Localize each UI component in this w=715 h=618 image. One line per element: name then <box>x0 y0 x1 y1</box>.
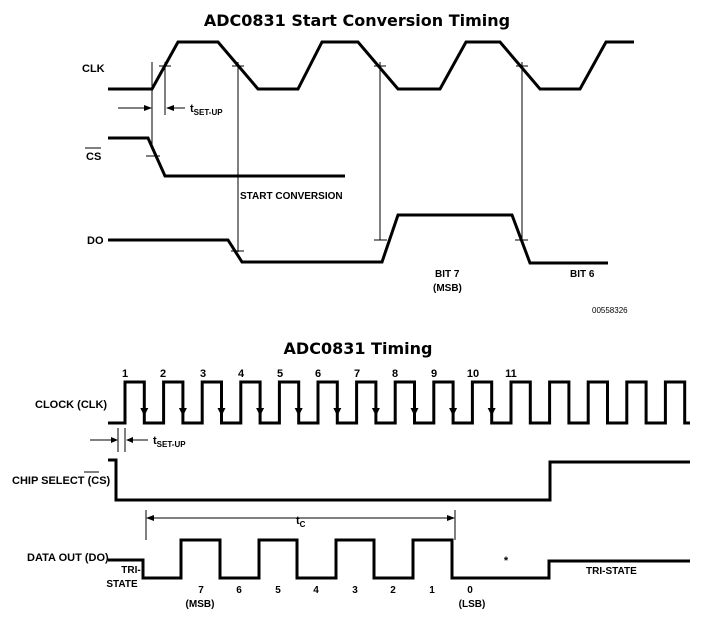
edge-ticks-1 <box>146 65 528 252</box>
falling-edge-arrowhead-4 <box>256 408 265 416</box>
cs-waveform-1 <box>108 136 345 178</box>
figure-code: 00558326 <box>592 306 628 315</box>
bit7-label: BIT 7 <box>435 269 460 280</box>
diagram1-title: ADC0831 Start Conversion Timing <box>204 11 510 30</box>
svg-text:4: 4 <box>313 585 319 596</box>
svg-text:4: 4 <box>238 368 245 380</box>
start-conversion-label: START CONVERSION <box>240 191 343 202</box>
svg-text:3: 3 <box>352 585 358 596</box>
svg-text:5: 5 <box>277 368 283 380</box>
svg-text:11: 11 <box>505 368 517 380</box>
diagram2-title: ADC0831 Timing <box>284 339 433 358</box>
falling-edge-arrowhead-6 <box>333 408 342 416</box>
cs-label: CS <box>86 151 101 163</box>
svg-text:2: 2 <box>160 368 166 380</box>
svg-text:7: 7 <box>354 368 360 380</box>
svg-text:6: 6 <box>315 368 321 380</box>
chip-select-label: CHIP SELECT (CS) <box>12 475 111 487</box>
tc-label: tC <box>296 515 306 529</box>
tsetup-label-1: tSET-UP <box>190 103 223 117</box>
tsetup-label-2: tSET-UP <box>153 435 186 449</box>
clk-label: CLK <box>82 63 105 75</box>
do-label: DO <box>87 235 104 247</box>
data-out-waveform-2 <box>108 538 690 580</box>
svg-text:7: 7 <box>198 585 204 596</box>
tri-state-right-label: TRI-STATE <box>586 566 637 577</box>
svg-text:0: 0 <box>467 585 473 596</box>
falling-edge-arrowhead-2 <box>178 408 187 416</box>
asterisk-note: * <box>504 555 509 567</box>
svg-text:1: 1 <box>429 585 435 596</box>
clock-waveform-2 <box>108 380 690 425</box>
falling-edge-arrowhead-7 <box>371 408 380 416</box>
clock-wave-path <box>108 380 690 425</box>
svg-text:6: 6 <box>236 585 242 596</box>
svg-text:9: 9 <box>431 368 437 380</box>
falling-edge-arrowhead-9 <box>449 408 458 416</box>
falling-edge-arrowhead-5 <box>294 408 303 416</box>
data-out-label: DATA OUT (DO) <box>27 552 109 564</box>
chip-select-waveform-2 <box>108 458 690 502</box>
svg-text:2: 2 <box>390 585 396 596</box>
do-waveform-1 <box>108 213 608 265</box>
tri-state-label-2: STATE <box>106 579 138 590</box>
clock-numbers: 1 2 3 4 5 6 7 8 9 10 11 <box>122 368 517 380</box>
bit7-msb-label: (MSB) <box>433 283 462 294</box>
falling-edge-arrowhead-8 <box>410 408 419 416</box>
bit-labels: 7 6 5 4 3 2 1 0 <box>198 585 473 596</box>
clk-waveform-1 <box>108 40 634 91</box>
lsb-label-2: (LSB) <box>459 599 486 610</box>
svg-text:8: 8 <box>392 368 398 380</box>
msb-label-2: (MSB) <box>186 599 215 610</box>
falling-edge-arrowhead-1 <box>140 408 149 416</box>
svg-text:10: 10 <box>467 368 479 380</box>
tri-state-label-1: TRI- <box>121 565 140 576</box>
clock-label: CLOCK (CLK) <box>35 399 107 411</box>
bit6-label: BIT 6 <box>570 269 595 280</box>
svg-text:3: 3 <box>200 368 206 380</box>
falling-edge-arrowhead-10 <box>487 408 496 416</box>
svg-text:1: 1 <box>122 368 128 380</box>
svg-text:5: 5 <box>275 585 281 596</box>
falling-edge-arrowhead-3 <box>217 408 226 416</box>
